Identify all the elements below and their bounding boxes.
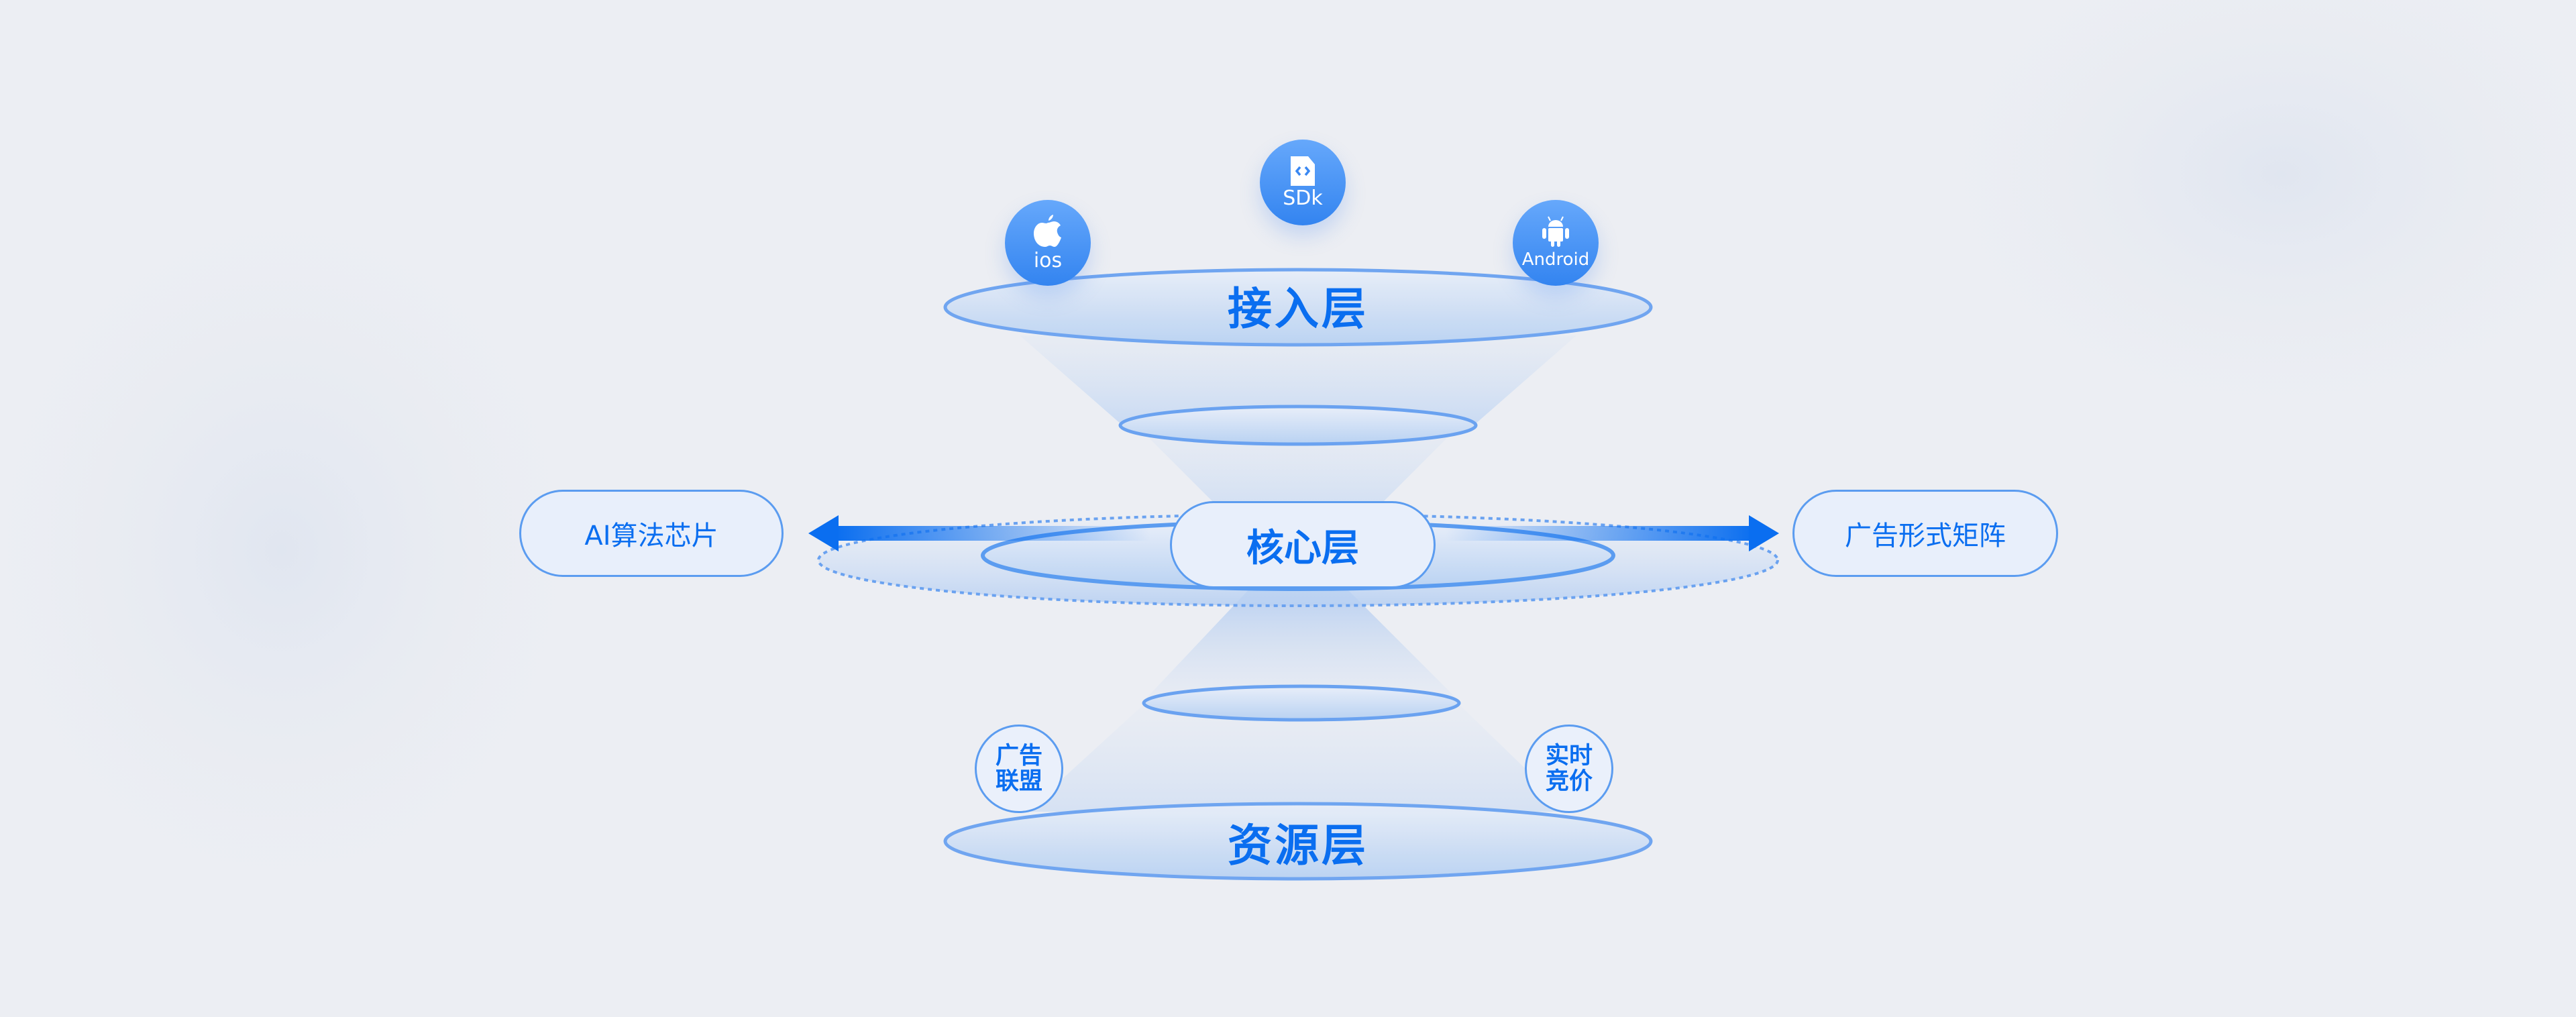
arrow-right-head	[1749, 515, 1779, 551]
platform-sdk-label: SDk	[1283, 186, 1323, 210]
platform-sdk[interactable]: SDk	[1260, 140, 1346, 225]
bg-glow-left	[0, 148, 631, 953]
funnel-bottom-neck	[1140, 584, 1462, 704]
platform-android[interactable]: Android	[1513, 200, 1599, 286]
ad-format-matrix-label: 广告形式矩阵	[1845, 521, 2006, 551]
arrow-left-head	[808, 515, 839, 551]
resource-inner-disk	[1142, 684, 1461, 722]
resource-disk	[943, 802, 1653, 881]
access-layer-label: 接入层	[1228, 283, 1368, 335]
platform-ios[interactable]: ios	[1005, 200, 1091, 286]
sdk-file-icon	[1291, 156, 1315, 186]
resource-realtime-bidding[interactable]: 实时 竞价	[1525, 725, 1613, 813]
funnel-top-neck	[1140, 429, 1456, 537]
ai-chip-node[interactable]: AI算法芯片	[519, 490, 784, 577]
apple-icon	[1034, 215, 1061, 247]
resource-realtime-bidding-line2: 竞价	[1545, 768, 1593, 795]
resource-ad-alliance-line1: 广告	[995, 743, 1042, 769]
ai-chip-label: AI算法芯片	[584, 521, 718, 551]
bg-glow-right	[1878, 0, 2576, 456]
platform-android-label: Android	[1521, 250, 1590, 270]
funnel-bottom	[1026, 704, 1570, 812]
access-inner-disk	[1118, 405, 1478, 446]
core-layer-label: 核心层	[1246, 526, 1359, 570]
resource-ad-alliance-line2: 联盟	[995, 768, 1042, 795]
arrow-left-shaft	[835, 526, 1150, 541]
ad-format-matrix-node[interactable]: 广告形式矩阵	[1792, 490, 2058, 577]
resource-ad-alliance[interactable]: 广告 联盟	[975, 725, 1063, 813]
funnel-top	[1020, 335, 1576, 429]
access-disk	[943, 268, 1653, 347]
arrow-right-shaft	[1446, 526, 1754, 541]
resource-layer-label: 资源层	[1228, 820, 1368, 871]
platform-ios-label: ios	[1033, 249, 1063, 272]
resource-realtime-bidding-line1: 实时	[1545, 743, 1593, 769]
android-icon	[1542, 216, 1569, 247]
core-layer-node[interactable]: 核心层	[1170, 501, 1436, 588]
